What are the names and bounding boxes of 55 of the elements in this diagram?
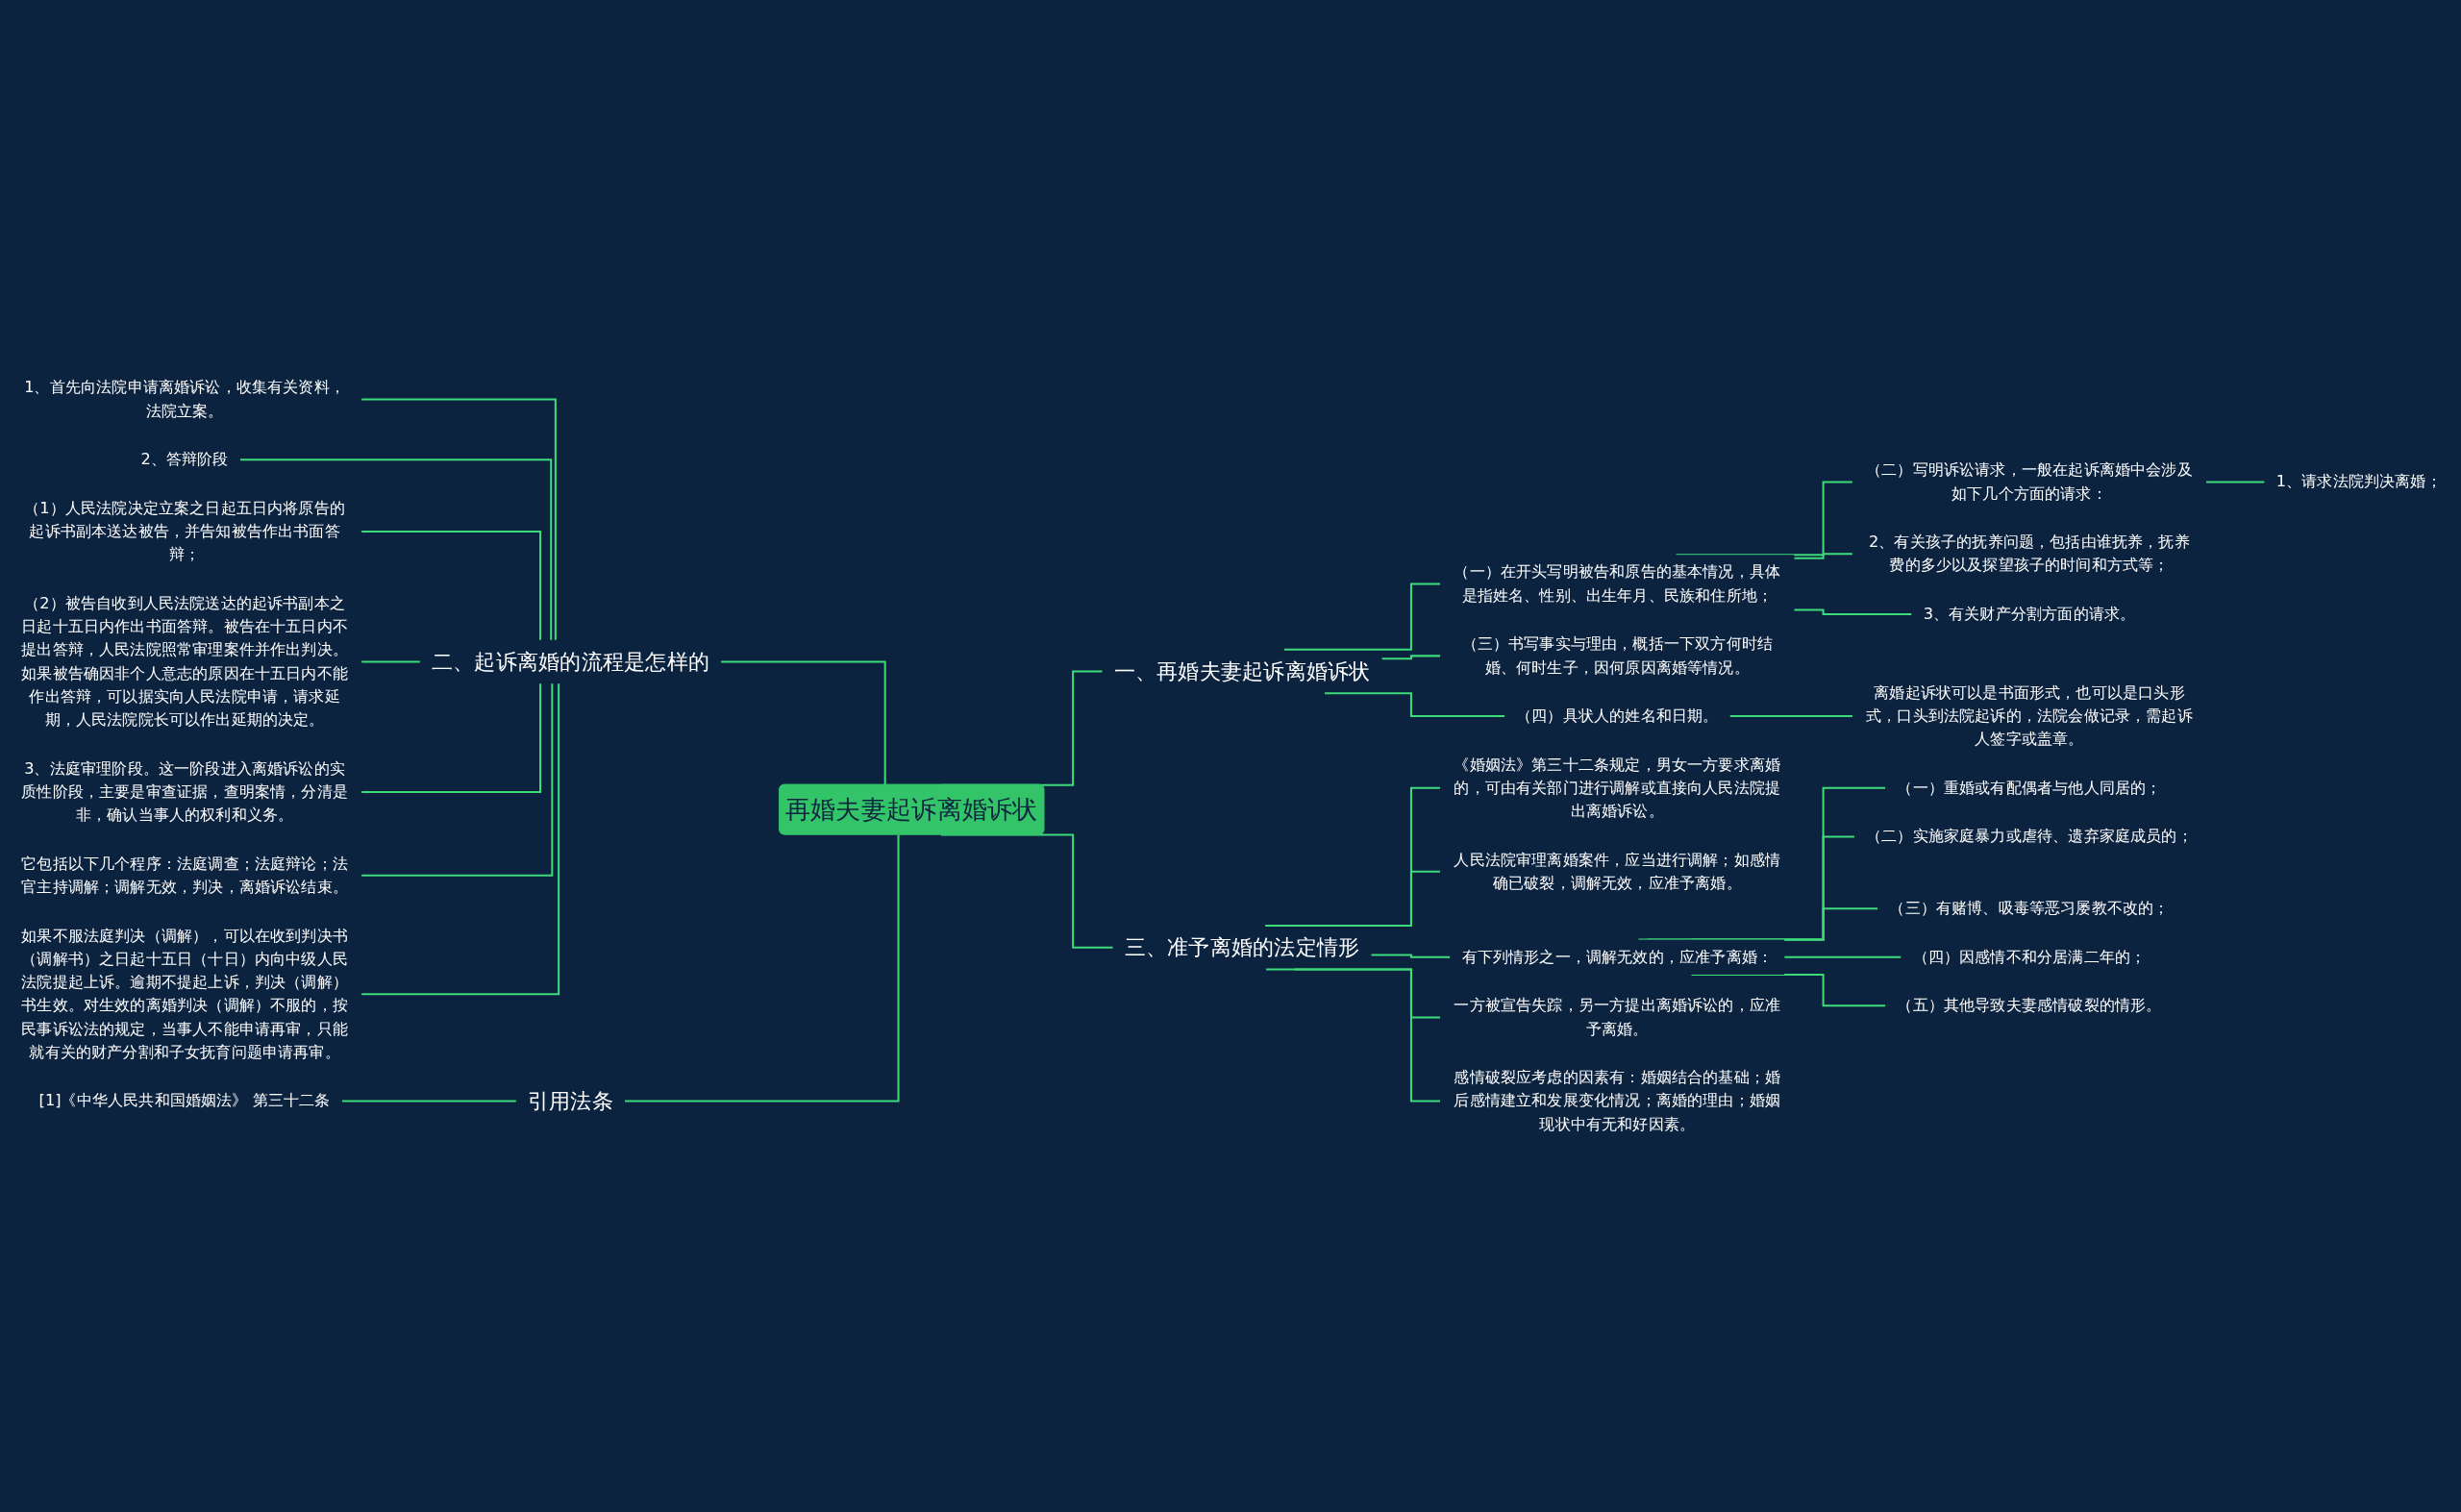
connector — [1265, 786, 1442, 927]
connector — [1794, 608, 1913, 615]
node-text: （四）因感情不和分居满二年的； — [1912, 947, 2147, 966]
connector — [341, 1100, 517, 1103]
node-text: （三）有赌博、吸毒等恶习屡教不改的； — [1889, 899, 2170, 918]
node-text: 人民法院审理离婚案件，应当进行调解；如感情确已破裂，调解无效，应准予离婚。 — [1454, 850, 1781, 893]
connector — [1784, 955, 1902, 958]
connector — [1266, 968, 1442, 1103]
node-text: 1、请求法院判决离婚； — [2275, 472, 2442, 491]
node-text: 《婚姻法》第三十二条规定，男女一方要求离婚的，可由有关部门进行调解或直接向人民法院提出离婚诉讼。 — [1454, 755, 1781, 821]
node-text: （五）其他导致夫妻感情破裂的情形。 — [1897, 996, 2162, 1015]
node-text: （一）重婚或有配偶者与他人同居的； — [1897, 778, 2162, 797]
connector — [361, 660, 421, 663]
node-text: 引用法条 — [527, 1088, 613, 1114]
connector — [1381, 655, 1442, 660]
connector — [361, 683, 542, 793]
node-text: 一方被宣告失踪，另一方提出离婚诉讼的，应准予离婚。 — [1454, 996, 1781, 1038]
connector — [625, 834, 900, 1103]
node-text: 3、法庭审理阶段。这一阶段进入离婚诉讼的实质性阶段，主要是审查证据，查明案情，分清是非，确认当事人的权利和义务。 — [21, 758, 348, 825]
node-text: 3、有关财产分割方面的请求。 — [1923, 604, 2136, 623]
connector — [1290, 870, 1442, 927]
node-text: 2、答辩阶段 — [140, 450, 229, 469]
node-text: （二）写明诉讼请求，一般在起诉离婚中会涉及如下几个方面的请求： — [1866, 460, 2193, 503]
node-text: 三、准予离婚的法定情形 — [1124, 935, 1360, 960]
connector — [1284, 582, 1442, 651]
connector — [1729, 715, 1853, 718]
node-text: 感情破裂应考虑的因素有：婚姻结合的基础；婚后感情建立和发展变化情况；离婚的理由；婚姻现状中有无和好因素。 — [1454, 1068, 1781, 1133]
connector — [721, 660, 886, 785]
node-text: 二、起诉离婚的流程是怎样的 — [431, 649, 710, 675]
connector — [1325, 692, 1505, 718]
node-text: 离婚起诉状可以是书面形式，也可以是口头形式，口头到法院起诉的，法院会做记录，需起诉人签字或盖章。 — [1866, 682, 2193, 749]
node-text: 1、首先向法院申请离婚诉讼，收集有关资料，法院立案。 — [24, 378, 345, 420]
connector — [1691, 973, 1887, 1007]
connector — [1676, 481, 1853, 557]
connector — [361, 530, 542, 640]
connector — [1691, 907, 1879, 941]
node-text: 一、再婚夫妻起诉离婚诉状 — [1113, 658, 1371, 684]
node-text: （二）实施家庭暴力或虐待、遗弃家庭成员的； — [1866, 827, 2193, 846]
node-text: 如果不服法庭判决（调解），可以在收到判决书（调解书）之日起十五日（十日）内向中级人民法院提起上诉。逾期不提起上诉，判决（调解）书生效。对生效的离婚判决（调解）不服的，按民事诉讼法的规定，当事人不能申请再审，只能就有关的财产分割和子女抚育问题申请再审。 — [21, 926, 348, 1061]
connector — [2205, 481, 2266, 483]
connector — [1647, 835, 1855, 941]
connector — [361, 683, 554, 877]
node-text: 它包括以下几个程序：法庭调查；法庭辩论；法官主持调解；调解无效，判决，离婚诉讼结束。 — [21, 854, 348, 897]
connector — [1371, 954, 1452, 958]
node-text: （1）人民法院决定立案之日起五日内将原告的起诉书副本送达被告，并告知被告作出书面答辩； — [24, 498, 345, 564]
connector — [361, 398, 557, 640]
node-text: （2）被告自收到人民法院送达的起诉书副本之日起十五日内作出书面答辩。被告在十五日内不提出答辩，人民法院照常审理案件并作出判决。如果被告确因非个人意志的原因在十五日内不能作出答辩，可以据实向人民法院申请，请求延期，人民法院院长可以作出延期的决定。 — [21, 593, 348, 730]
connector — [1794, 553, 1853, 559]
node-text: 2、有关孩子的抚养问题，包括由谁抚养，抚养费的多少以及探望孩子的时间和方式等； — [1869, 532, 2190, 575]
connector — [239, 459, 553, 640]
node-text: （四）具状人的姓名和日期。 — [1516, 706, 1719, 726]
node-text: [1]《中华人民共和国婚姻法》 第三十二条 — [38, 1091, 331, 1110]
node-text: （三）书写事实与理由，概括一下双方何时结婚、何时生子，因何原因离婚等情况。 — [1461, 634, 1774, 677]
connector — [1638, 786, 1887, 941]
connector — [361, 683, 560, 996]
